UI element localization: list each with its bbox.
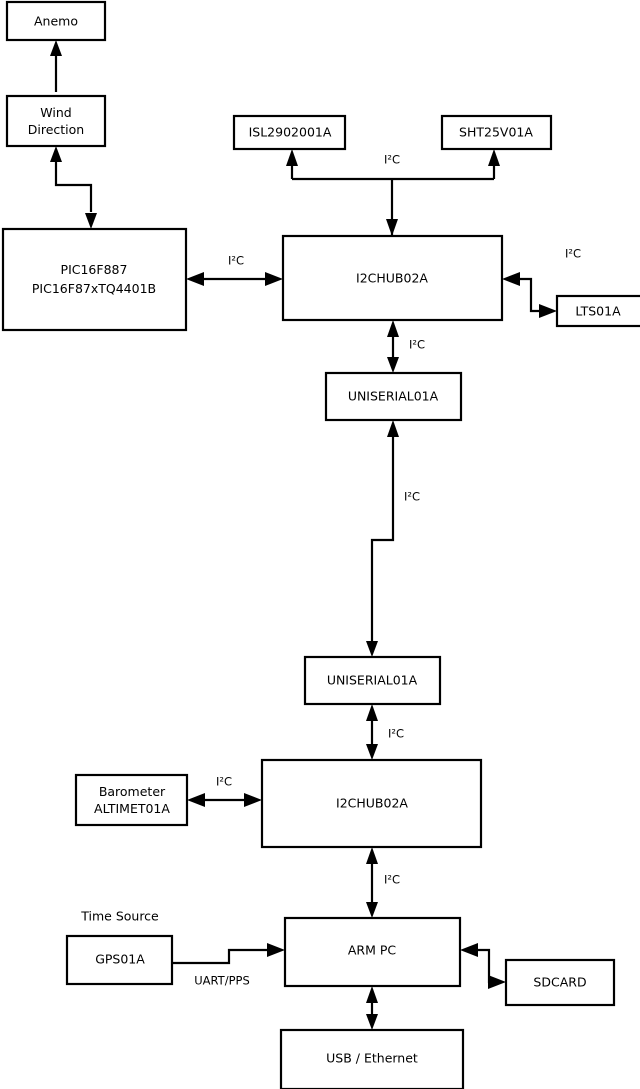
edge-label-hub-lts: I²C xyxy=(565,247,581,261)
node-i2chub02a-bottom[interactable]: I2CHUB02A xyxy=(260,758,483,849)
edge-gps-armpc: UART/PPS xyxy=(172,943,285,988)
node-label-i2chub02a-top: I2CHUB02A xyxy=(356,271,428,286)
edge-label-hubbot-armpc: I²C xyxy=(384,873,400,887)
node-label-uniserial01a-lower: UNISERIAL01A xyxy=(327,673,418,688)
node-label-arm-pc: ARM PC xyxy=(348,943,397,958)
edge-armpc-sdcard xyxy=(460,943,506,989)
node-label-i2chub02a-bottom: I2CHUB02A xyxy=(336,796,408,811)
node-usb-ethernet[interactable]: USB / Ethernet xyxy=(279,1028,465,1089)
node-sht25v01a[interactable]: SHT25V01A xyxy=(440,114,553,151)
edge-layer: I²C I²C I²C I²C xyxy=(50,40,581,1030)
node-uniserial01a-lower[interactable]: UNISERIAL01A xyxy=(303,655,442,706)
edge-label-hub-isl-sht: I²C xyxy=(384,153,400,167)
edge-hub-lts: I²C xyxy=(502,247,581,318)
node-label-uniserial01a-upper: UNISERIAL01A xyxy=(348,389,439,404)
node-uniserial01a-upper[interactable]: UNISERIAL01A xyxy=(324,371,463,422)
node-lts01a[interactable]: LTS01A xyxy=(555,294,640,328)
edge-uniserial-hubbot: I²C xyxy=(366,704,404,760)
edge-hub-uniserial: I²C xyxy=(387,320,425,373)
node-anemo[interactable]: Anemo xyxy=(5,0,107,42)
node-label-sdcard: SDCARD xyxy=(533,975,586,990)
edge-label-pic-hub: I²C xyxy=(228,254,244,268)
edge-label-uniserial-hubbot: I²C xyxy=(388,727,404,741)
edge-label-uniserial-link: I²C xyxy=(404,490,420,504)
edge-label-gps-armpc: UART/PPS xyxy=(194,974,250,988)
node-i2chub02a-top[interactable]: I2CHUB02A xyxy=(281,234,504,322)
free-label-layer: Time Source xyxy=(80,909,159,924)
node-arm-pc[interactable]: ARM PC xyxy=(283,916,462,988)
node-label-lts01a: LTS01A xyxy=(575,304,621,319)
edge-armpc-usbeth xyxy=(366,986,378,1030)
node-label-sht25v01a: SHT25V01A xyxy=(459,125,533,140)
node-label-anemo: Anemo xyxy=(34,14,78,29)
edge-hub-isl-sht: I²C xyxy=(286,149,500,236)
edge-label-baro-hubbot: I²C xyxy=(216,775,232,789)
edge-hubbot-armpc: I²C xyxy=(366,847,400,918)
edge-winddir-pic xyxy=(50,146,97,229)
node-label-isl2902001a: ISL2902001A xyxy=(249,125,332,140)
time-source-label: Time Source xyxy=(80,909,159,924)
edge-uniserial-link: I²C xyxy=(366,420,420,657)
node-label-gps01a: GPS01A xyxy=(95,952,145,967)
edge-baro-hubbot: I²C xyxy=(187,775,262,807)
node-isl2902001a[interactable]: ISL2902001A xyxy=(232,114,347,151)
node-label-usb-ethernet: USB / Ethernet xyxy=(326,1051,418,1066)
node-sdcard[interactable]: SDCARD xyxy=(504,958,616,1007)
edge-label-hub-uniserial: I²C xyxy=(409,338,425,352)
edge-pic-hub: I²C xyxy=(186,254,283,286)
node-gps01a[interactable]: GPS01A xyxy=(65,934,174,986)
